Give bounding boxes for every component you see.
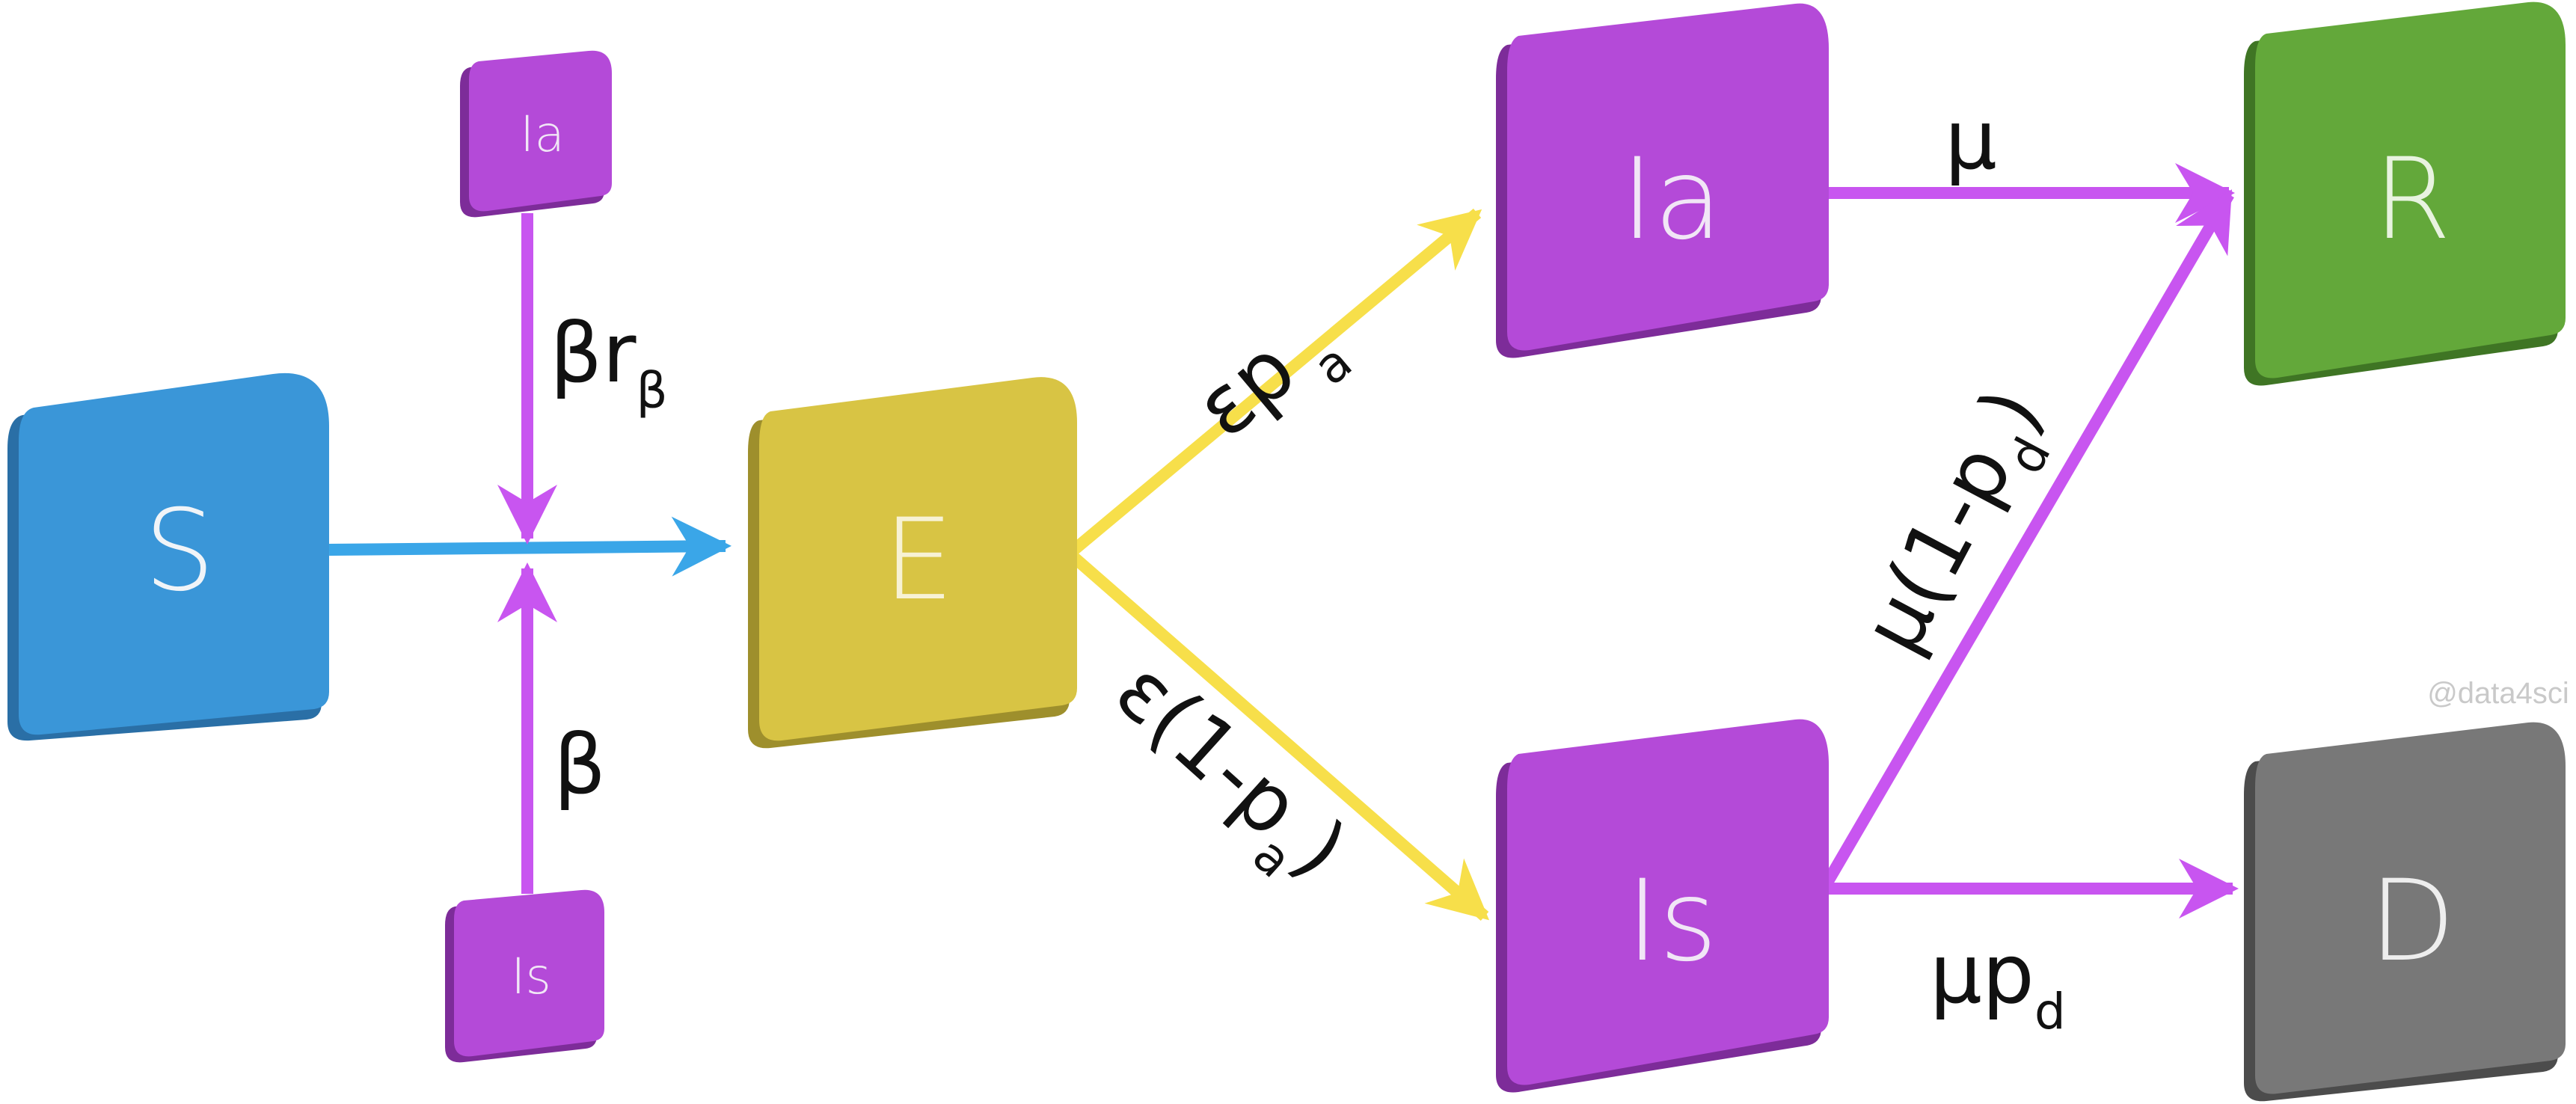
arrow-e-to-is [1065, 548, 1490, 921]
node-d: D [2244, 722, 2566, 1102]
arrow-s-to-e [328, 516, 732, 577]
node-ia-small: Ia [460, 50, 612, 218]
node-e-label: E [883, 495, 954, 625]
node-e: E [748, 377, 1077, 749]
node-is-small: Is [445, 889, 604, 1063]
watermark: @data4sci [2427, 677, 2569, 710]
node-s: S [7, 372, 329, 741]
node-ia-small-label: Ia [520, 105, 565, 163]
label-mu-pd: μpd [1930, 926, 2066, 1040]
arrow-e-to-ia [1065, 208, 1482, 559]
node-is-small-label: Is [511, 948, 551, 1005]
arrow-is-to-r [1820, 189, 2234, 890]
node-ia: Ia [1496, 3, 1829, 358]
label-mu: μ [1945, 92, 1997, 188]
node-s-label: S [144, 486, 215, 616]
node-is-label: Is [1626, 856, 1717, 987]
label-beta-r-beta: βrβ [550, 305, 668, 420]
node-d-label: D [2369, 856, 2456, 987]
node-r-label: R [2373, 135, 2451, 265]
node-ia-label: Ia [1621, 135, 1723, 265]
node-is: Is [1496, 719, 1829, 1093]
label-beta: β [553, 717, 606, 812]
node-r: R [2244, 1, 2566, 386]
